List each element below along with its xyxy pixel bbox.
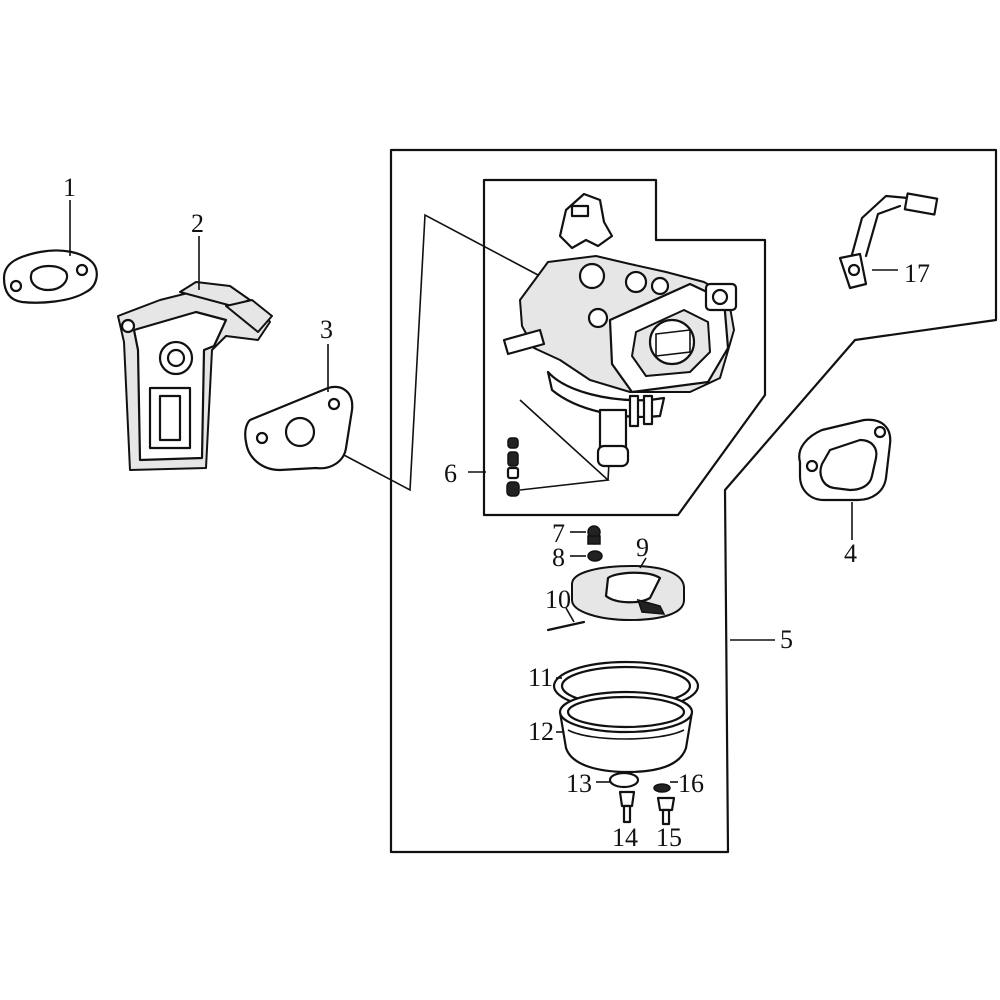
part-16-washer — [653, 783, 671, 793]
part-4-air-cleaner-gasket — [798, 418, 892, 502]
callout-1: 1 — [63, 173, 76, 202]
callout-5: 5 — [780, 625, 793, 654]
callout-7: 7 — [552, 519, 565, 548]
callout-9-leader — [639, 557, 647, 569]
callout-17: 17 — [904, 259, 930, 288]
callout-13: 13 — [566, 769, 592, 798]
part-6-carburetor-body — [502, 192, 738, 468]
callout-14: 14 — [612, 823, 638, 852]
callout-9: 9 — [636, 533, 649, 562]
callout-16: 16 — [678, 769, 704, 798]
carburetor-body-outline — [482, 178, 767, 517]
callout-11: 11 — [528, 663, 553, 692]
callout-10: 10 — [545, 585, 571, 614]
part-9-float — [571, 565, 685, 621]
part-6-needle-jet-set — [506, 437, 520, 497]
callout-3: 3 — [320, 315, 333, 344]
assembly-boundary-outline — [389, 148, 998, 854]
callout-8: 8 — [552, 543, 565, 572]
callout-4: 4 — [844, 539, 857, 568]
part-3-carburetor-gasket — [244, 385, 354, 472]
part-14-bolt — [618, 790, 636, 824]
part-15-drain-screw — [656, 796, 676, 826]
part-8-jet-washer — [587, 550, 603, 562]
gasket-3-guide-line — [324, 213, 539, 492]
callout-12: 12 — [528, 717, 554, 746]
part-2-carburetor-insulator — [117, 281, 273, 471]
emulsion-tube-guide-line — [519, 399, 610, 491]
part-1-insulator-gasket — [2, 249, 98, 304]
callout-15: 15 — [656, 823, 682, 852]
part-13-washer — [608, 771, 640, 789]
part-17-choke-rod — [838, 192, 939, 290]
callout-10-leader — [565, 607, 575, 623]
part-12-float-chamber — [558, 690, 694, 774]
part-7-main-jet — [587, 525, 601, 545]
callout-6: 6 — [444, 459, 457, 488]
part-10-float-pin — [546, 620, 586, 632]
callout-2: 2 — [191, 209, 204, 238]
